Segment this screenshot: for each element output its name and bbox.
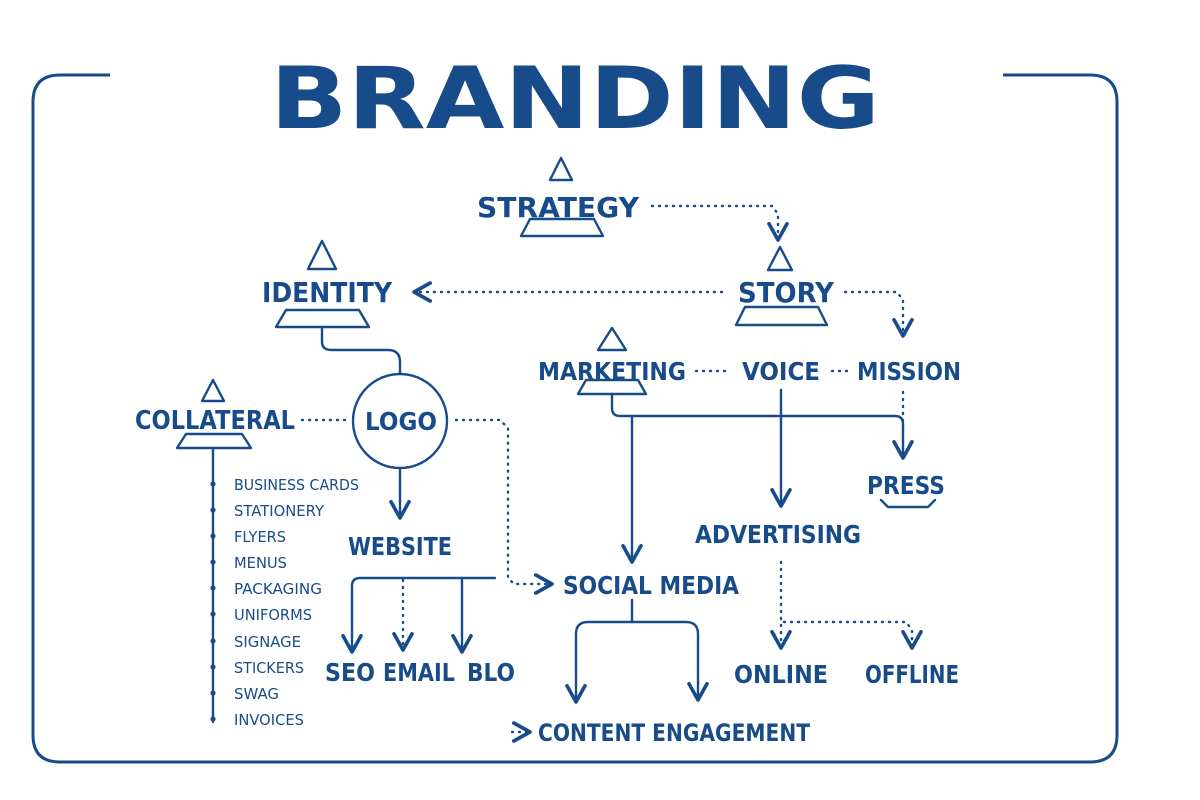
strategy-triangle-top-icon bbox=[548, 156, 574, 182]
identity-logo-connector bbox=[320, 325, 402, 376]
collateral-item: FLYERS bbox=[234, 528, 286, 546]
list-bullet bbox=[210, 638, 216, 644]
list-bullet bbox=[210, 664, 216, 670]
node-advertising: ADVERTISING bbox=[695, 520, 861, 549]
list-bullet bbox=[210, 507, 216, 513]
identity-triangle-bottom-icon bbox=[274, 308, 371, 329]
story-triangle-bottom-icon bbox=[734, 305, 829, 327]
collateral-item: SWAG bbox=[234, 685, 279, 703]
story-triangle-top-icon bbox=[766, 245, 794, 272]
marketing-triangle-bottom-icon bbox=[576, 378, 648, 396]
collateral-triangle-bottom-icon bbox=[175, 432, 253, 450]
list-bullet bbox=[210, 690, 216, 696]
social-left-branch bbox=[565, 598, 634, 704]
node-blog: BLO bbox=[467, 658, 515, 687]
logo-social-connector bbox=[454, 418, 554, 595]
collateral-item: PACKAGING bbox=[234, 580, 322, 598]
node-mission: MISSION bbox=[857, 357, 961, 386]
node-seo: SEO bbox=[325, 658, 375, 687]
triangle-decorations bbox=[175, 156, 937, 509]
marketing-press-connector bbox=[610, 392, 914, 460]
outer-frame bbox=[31, 73, 1119, 764]
list-bullet bbox=[210, 585, 216, 591]
list-bullet bbox=[210, 559, 216, 565]
node-voice: VOICE bbox=[742, 357, 820, 386]
list-item: BUSINESS CARDS bbox=[210, 476, 359, 494]
node-content-engagement: CONTENT ENGAGEMENT bbox=[538, 719, 811, 747]
list-item: MENUS bbox=[210, 554, 287, 572]
list-item: STICKERS bbox=[210, 659, 304, 677]
list-bullet bbox=[210, 716, 216, 722]
collateral-item: MENUS bbox=[234, 554, 287, 572]
collateral-list: BUSINESS CARDS STATIONERY FLYERS MENUS P… bbox=[210, 476, 359, 729]
list-bullet bbox=[210, 533, 216, 539]
advertising-offline-connector bbox=[782, 620, 923, 650]
node-identity: IDENTITY bbox=[262, 276, 393, 309]
strategy-story-connector bbox=[650, 204, 789, 242]
story-mission-connector bbox=[843, 290, 914, 338]
node-offline: OFFLINE bbox=[865, 660, 959, 689]
collateral-item: STATIONERY bbox=[234, 502, 325, 520]
collateral-triangle-top-icon bbox=[200, 378, 226, 403]
collateral-item: BUSINESS CARDS bbox=[234, 476, 359, 494]
node-logo: LOGO bbox=[365, 407, 437, 436]
page-title: BRANDING bbox=[270, 49, 880, 149]
collateral-item: INVOICES bbox=[234, 711, 304, 729]
identity-triangle-top-icon bbox=[306, 239, 338, 271]
list-item: INVOICES bbox=[210, 711, 304, 729]
node-story: STORY bbox=[738, 276, 835, 309]
list-item: UNIFORMS bbox=[210, 606, 312, 624]
press-bracket-icon bbox=[879, 498, 937, 509]
collateral-item: STICKERS bbox=[234, 659, 304, 677]
list-bullet bbox=[210, 481, 216, 487]
logo-circle bbox=[351, 372, 449, 470]
list-item: PACKAGING bbox=[210, 580, 322, 598]
marketing-triangle-top-icon bbox=[596, 326, 628, 352]
node-social-media: SOCIAL MEDIA bbox=[563, 571, 740, 600]
node-email: EMAIL bbox=[383, 658, 455, 687]
node-marketing: MARKETING bbox=[538, 357, 686, 386]
node-labels: STRATEGY IDENTITY STORY MARKETING VOICE … bbox=[135, 191, 961, 747]
connectors bbox=[211, 204, 923, 743]
strategy-triangle-bottom-icon bbox=[519, 217, 605, 238]
collateral-item: SIGNAGE bbox=[234, 633, 301, 651]
list-item: STATIONERY bbox=[210, 502, 325, 520]
list-bullet bbox=[210, 611, 216, 617]
node-press: PRESS bbox=[867, 471, 945, 500]
node-online: ONLINE bbox=[734, 660, 828, 689]
list-item: SIGNAGE bbox=[210, 633, 301, 651]
collateral-item: UNIFORMS bbox=[234, 606, 312, 624]
node-strategy: STRATEGY bbox=[477, 191, 640, 224]
website-branch-connector bbox=[341, 576, 497, 654]
social-right-branch bbox=[630, 620, 709, 702]
list-item: SWAG bbox=[210, 685, 279, 703]
node-collateral: COLLATERAL bbox=[135, 406, 295, 436]
node-website: WEBSITE bbox=[348, 532, 452, 561]
list-item: FLYERS bbox=[210, 528, 286, 546]
